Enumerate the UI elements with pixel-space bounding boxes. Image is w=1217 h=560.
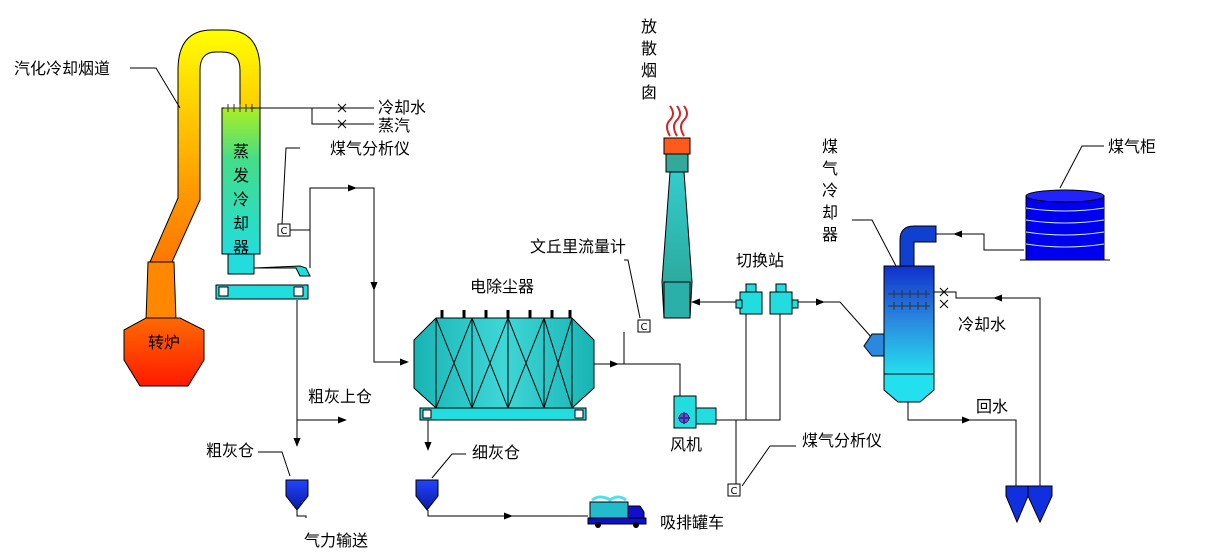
stack-char-1: 散 — [641, 39, 657, 58]
evap-char-1: 发 — [233, 166, 249, 185]
cooler-char-2: 冷 — [822, 181, 838, 200]
stack-char-3: 囱 — [641, 83, 657, 102]
gas-cooler: 煤 气 冷 却 器 — [822, 137, 937, 403]
cooling-water-right: 冷却水 — [934, 287, 1041, 486]
coarse-ash-bin: 粗灰仓 气力输送 — [206, 441, 368, 550]
converter: 转炉 — [123, 317, 205, 387]
esp-label: 电除尘器 — [470, 277, 534, 296]
evap-char-3: 却 — [233, 214, 249, 233]
fine-ash-bin-label: 细灰仓 — [472, 443, 520, 462]
switch-station: 切换站 — [735, 251, 799, 315]
coarse-ash-bin-label: 粗灰仓 — [206, 441, 254, 460]
evap-char-2: 冷 — [233, 190, 249, 209]
water-steam-lines: 冷却水 蒸汽 — [250, 98, 426, 135]
evap-char-4: 器 — [233, 238, 249, 257]
gas-analyzer-top: C 煤气分析仪 — [277, 139, 410, 237]
return-water-label: 回水 — [976, 397, 1008, 416]
gas-holder: 煤气柜 — [1020, 137, 1156, 261]
suction-truck: 吸排罐车 — [587, 495, 724, 532]
gas-analyzer-bottom-label: 煤气分析仪 — [802, 431, 882, 450]
gas-holder-label: 煤气柜 — [1108, 137, 1156, 156]
water-tanks — [1005, 485, 1053, 524]
cooling-water-right-label: 冷却水 — [958, 315, 1006, 334]
cooler-char-4: 器 — [822, 225, 838, 244]
steam-label: 蒸汽 — [378, 116, 410, 135]
switch-station-label: 切换站 — [736, 251, 784, 270]
gas-analyzer-top-label: 煤气分析仪 — [330, 139, 410, 158]
venturi-flowmeter: C 文丘里流量计 — [530, 237, 651, 364]
flue-label: 汽化冷却烟道 — [14, 59, 110, 78]
cooler-char-0: 煤 — [822, 137, 838, 156]
electrostatic-precipitator: 电除尘器 — [413, 277, 595, 421]
venturi-label: 文丘里流量计 — [530, 237, 626, 256]
fan: 风机 — [670, 395, 717, 454]
gas-analyzer-bottom: C 煤气分析仪 — [727, 431, 882, 497]
cooling-water-top-label: 冷却水 — [378, 98, 426, 117]
evap-char-0: 蒸 — [233, 142, 249, 161]
analyzer-mark-top: C — [281, 226, 288, 237]
suction-truck-label: 吸排罐车 — [660, 513, 724, 532]
cooler-char-1: 气 — [822, 159, 838, 178]
converter-label: 转炉 — [148, 333, 180, 352]
fan-label: 风机 — [670, 435, 702, 454]
coarse-ash-up-label: 粗灰上仓 — [308, 387, 372, 406]
pneumatic-label: 气力输送 — [304, 531, 368, 550]
fine-ash-bin: 细灰仓 — [415, 443, 588, 520]
stack-char-0: 放 — [641, 17, 657, 36]
flare-stack: 放 散 烟 囱 — [641, 17, 693, 319]
analyzer-mark-venturi: C — [641, 322, 648, 333]
analyzer-mark-bottom: C — [731, 486, 738, 497]
stack-char-2: 烟 — [641, 61, 657, 80]
cooler-char-3: 却 — [822, 203, 838, 222]
evaporative-cooler: 蒸 发 冷 却 器 — [215, 104, 311, 300]
